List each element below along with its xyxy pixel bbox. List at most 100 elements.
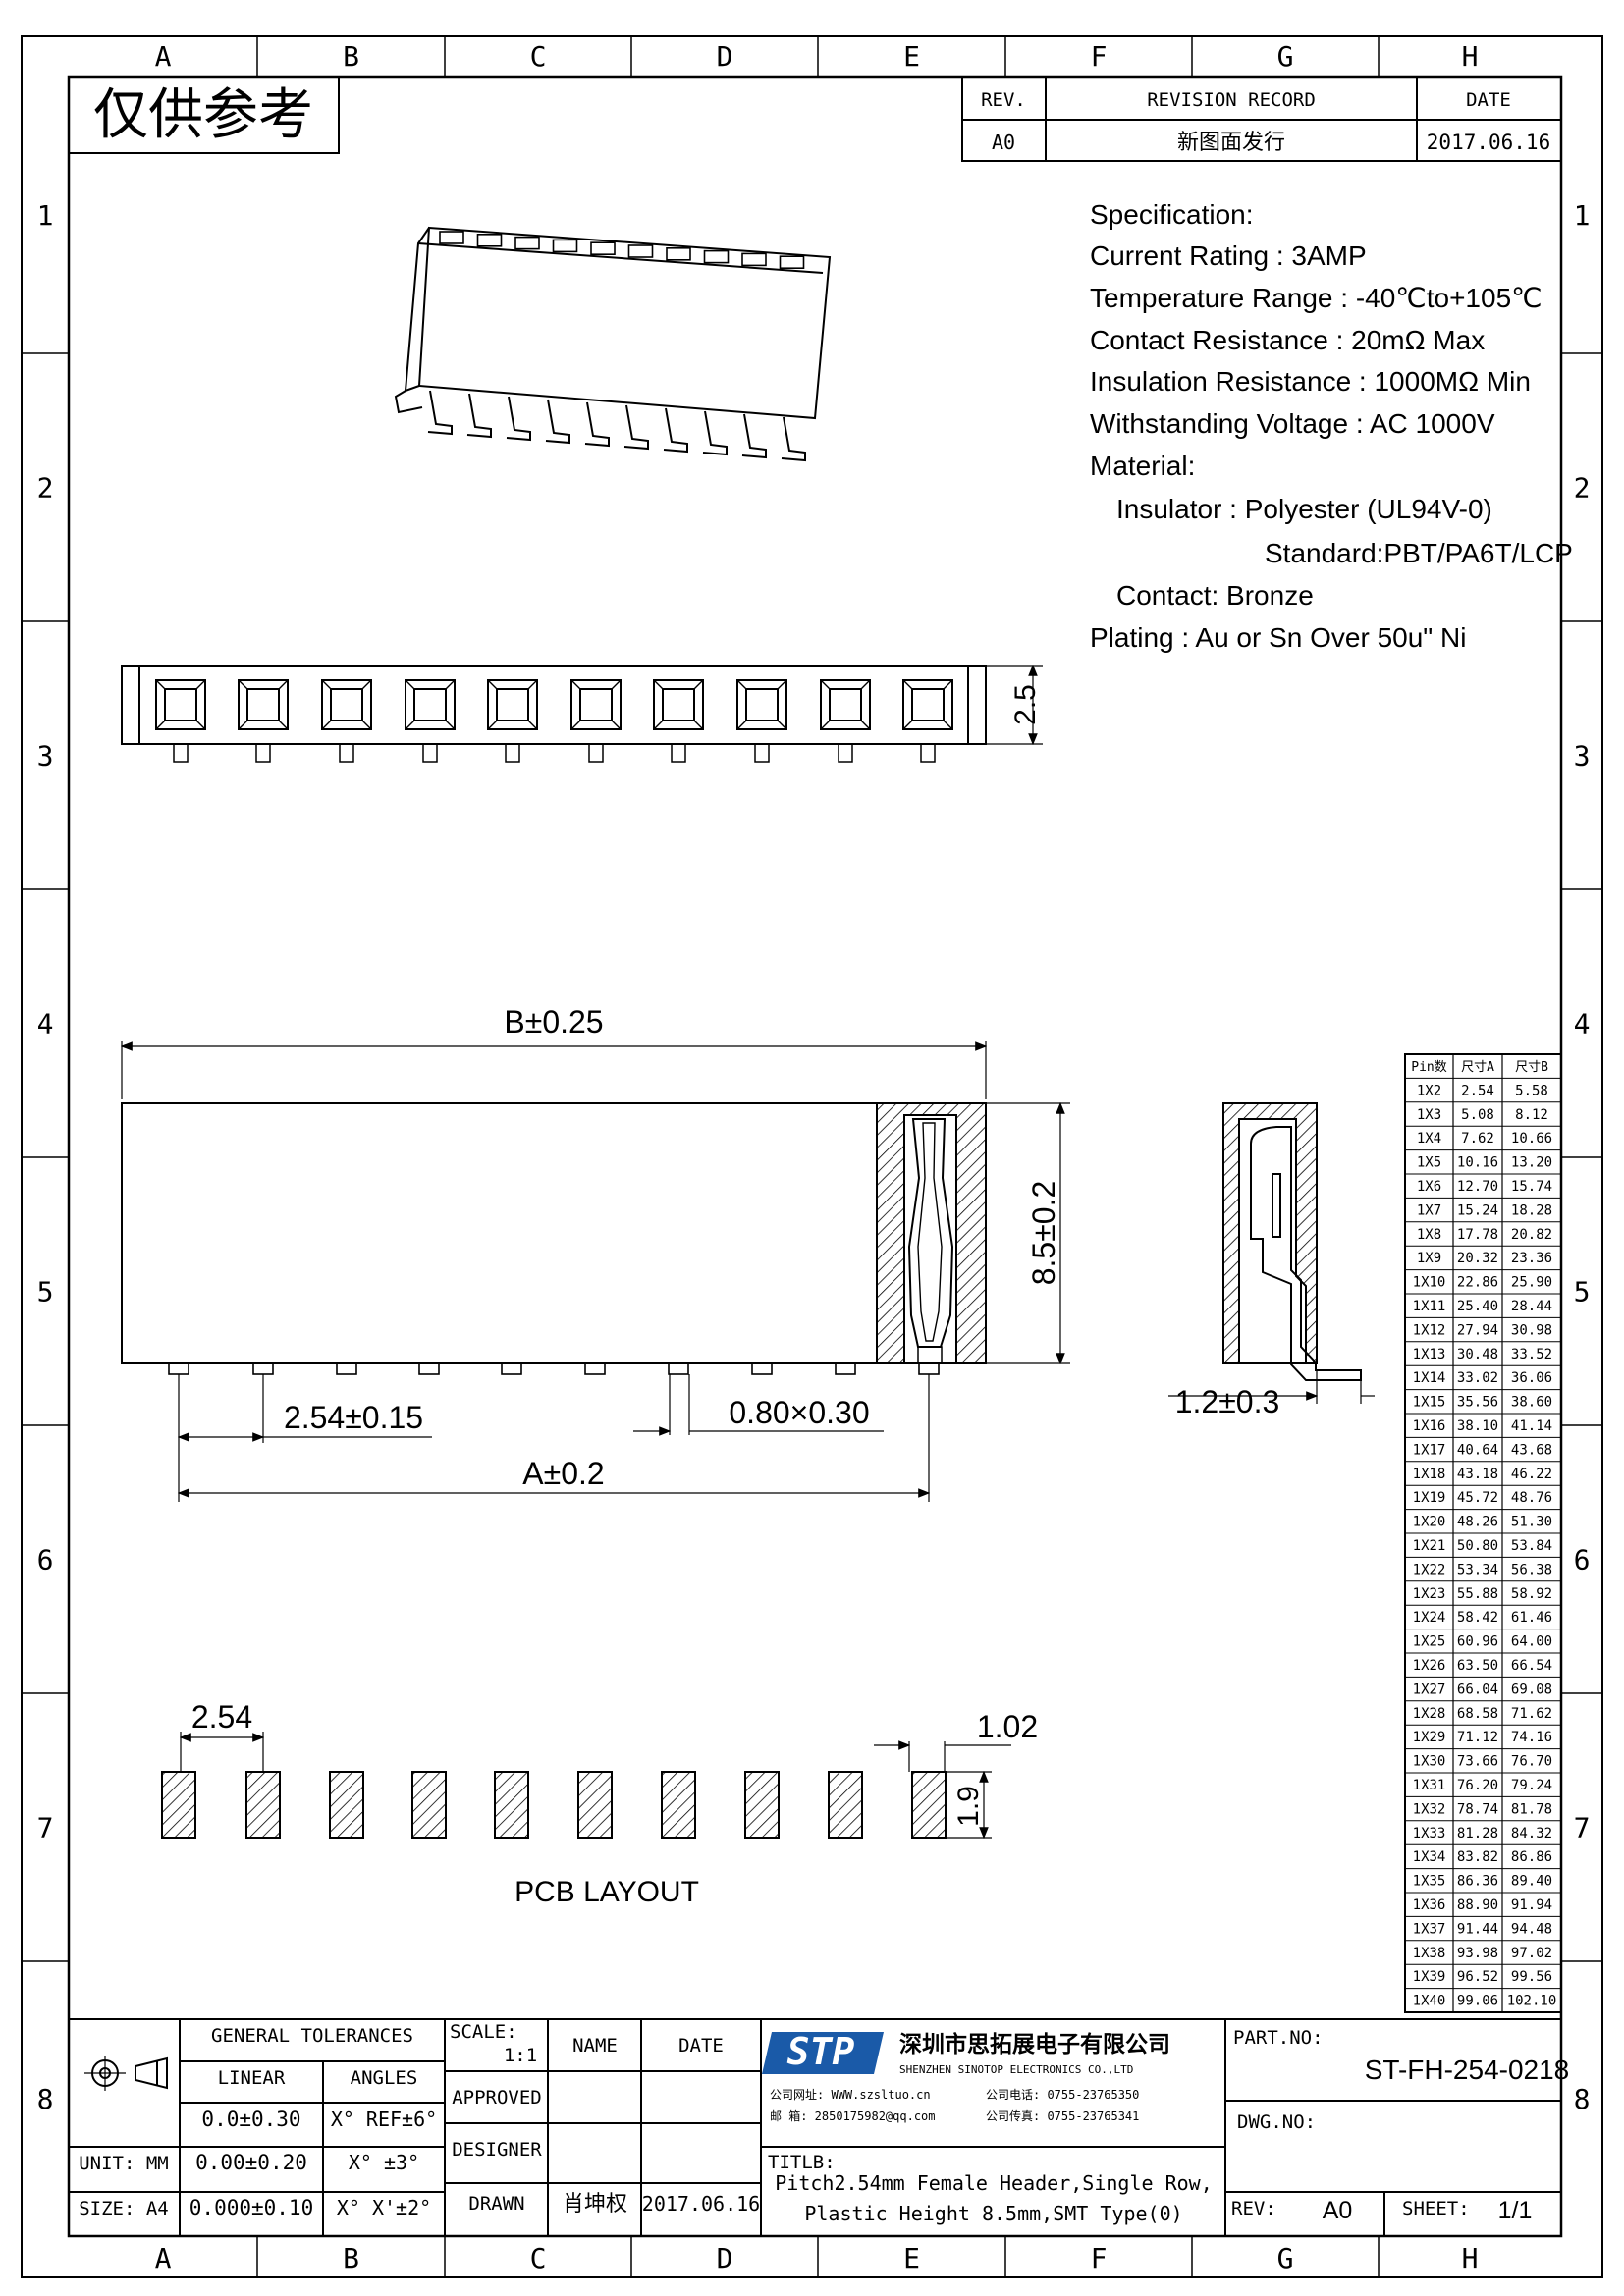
table-cell: 20.32: [1457, 1251, 1498, 1266]
grid-row-label: 1: [37, 199, 54, 232]
watermark-text: 仅供参考: [93, 83, 313, 147]
table-cell: 66.54: [1511, 1658, 1552, 1674]
socket-cell-bevel: [736, 679, 787, 730]
table-cell: 94.48: [1511, 1921, 1552, 1937]
company-name-en: SHENZHEN SINOTOP ELECTRONICS CO.,LTD: [899, 2063, 1133, 2076]
table-cell: 99.06: [1457, 1994, 1498, 2009]
approved-label: APPROVED: [452, 2087, 542, 2109]
iso-socket-slot: [666, 247, 691, 261]
title-block: [69, 2018, 1561, 2236]
scale-value: 1:1: [504, 2045, 537, 2066]
socket-cell-bevel: [487, 679, 538, 730]
table-cell: 81.78: [1511, 1801, 1552, 1817]
grid-column-label: A: [155, 40, 172, 73]
top-view: [121, 664, 1043, 746]
socket-cell-inner: [911, 688, 945, 721]
iso-socket-slot: [627, 244, 654, 258]
dim-a-length: A±0.2: [522, 1456, 604, 1491]
spec-voltage: Withstanding Voltage : AC 1000V: [1090, 408, 1495, 439]
table-cell: 18.28: [1511, 1202, 1552, 1218]
table-cell: 73.66: [1457, 1754, 1498, 1770]
table-cell: 89.40: [1511, 1874, 1552, 1890]
table-cell: 86.86: [1511, 1849, 1552, 1865]
company-fax: 公司传真: 0755-23765341: [986, 2109, 1139, 2123]
table-cell: 1X6: [1417, 1179, 1441, 1195]
dim-side-offset: 1.2±0.3: [1175, 1384, 1280, 1419]
table-cell: 88.90: [1457, 1897, 1498, 1913]
grid-column-label: B: [343, 40, 359, 73]
rev-label-bottom: REV:: [1231, 2198, 1276, 2219]
top-view-pin: [505, 744, 520, 763]
socket-cell: [653, 679, 704, 730]
pcb-pad: [411, 1771, 447, 1839]
table-cell: 1X15: [1413, 1395, 1446, 1411]
table-cell: 55.88: [1457, 1586, 1498, 1602]
table-cell: 12.70: [1457, 1179, 1498, 1195]
table-cell: 8.12: [1515, 1107, 1548, 1123]
table-cell: 48.26: [1457, 1515, 1498, 1530]
front-view-pin: [584, 1362, 606, 1375]
linear-tolerance-3: 0.000±0.10: [189, 2196, 313, 2219]
grid-column-label: G: [1277, 2242, 1294, 2274]
table-cell: 64.00: [1511, 1634, 1552, 1650]
table-cell: 25.40: [1457, 1299, 1498, 1314]
front-view-pin: [501, 1362, 522, 1375]
front-view-pin: [336, 1362, 357, 1375]
socket-cell: [405, 679, 456, 730]
table-cell: 60.96: [1457, 1634, 1498, 1650]
table-cell: 10.66: [1511, 1131, 1552, 1147]
drawn-date: 2017.06.16: [642, 2192, 760, 2216]
dim-pad-width: 1.02: [977, 1709, 1038, 1744]
dwg-no-label: DWG.NO:: [1237, 2111, 1316, 2133]
grid-row-label: 2: [1574, 472, 1591, 505]
front-view-pin: [835, 1362, 856, 1375]
iso-socket-slot: [439, 231, 464, 244]
grid-row-label: 7: [37, 1812, 54, 1844]
table-cell: 1X11: [1413, 1299, 1446, 1314]
grid-column-label: C: [530, 2242, 547, 2274]
table-cell: 15.24: [1457, 1202, 1498, 1218]
front-view-pin: [751, 1362, 773, 1375]
revision-date-label: DATE: [1466, 89, 1511, 111]
pcb-pad: [161, 1771, 196, 1839]
socket-cell-inner: [829, 688, 862, 721]
logo-text: STP: [787, 2030, 855, 2073]
socket-cell-bevel: [820, 679, 871, 730]
table-cell: 1X32: [1413, 1801, 1446, 1817]
table-cell: 66.04: [1457, 1682, 1498, 1697]
company-phone: 公司电话: 0755-23765350: [986, 2088, 1139, 2102]
table-cell: 1X36: [1413, 1897, 1446, 1913]
top-view-pin: [173, 744, 189, 763]
part-no-label: PART.NO:: [1233, 2027, 1324, 2049]
revision-record-value: 新图面发行: [1177, 131, 1285, 155]
iso-foot: [623, 404, 649, 451]
title-line-1: Pitch2.54mm Female Header,Single Row,: [775, 2171, 1213, 2195]
table-cell: 1X18: [1413, 1467, 1446, 1482]
table-cell: 69.08: [1511, 1682, 1552, 1697]
table-cell: 1X22: [1413, 1562, 1446, 1577]
linear-label: LINEAR: [218, 2067, 286, 2089]
spec-current: Current Rating : 3AMP: [1090, 240, 1367, 271]
socket-cell-inner: [330, 688, 363, 721]
socket-cell: [238, 679, 289, 730]
socket-cell: [902, 679, 953, 730]
table-cell: 56.38: [1511, 1562, 1552, 1577]
iso-socket-slot: [779, 255, 805, 270]
angles-label: ANGLES: [351, 2067, 418, 2089]
dim-pin-size: 0.80×0.30: [729, 1395, 869, 1430]
pcb-pad: [911, 1771, 947, 1839]
spec-insulation: Insulation Resistance : 1000MΩ Min: [1090, 366, 1531, 397]
table-cell: 27.94: [1457, 1322, 1498, 1338]
socket-cell: [321, 679, 372, 730]
grid-row-label: 1: [1574, 199, 1591, 232]
table-cell: 71.12: [1457, 1730, 1498, 1745]
table-cell: 50.80: [1457, 1538, 1498, 1554]
socket-cell: [736, 679, 787, 730]
grid-row-label: 7: [1574, 1812, 1591, 1844]
isometric-pins: [427, 231, 806, 462]
table-cell: 97.02: [1511, 1946, 1552, 1961]
table-cell: 1X5: [1417, 1155, 1441, 1171]
iso-socket-slot: [514, 236, 540, 250]
table-cell: 71.62: [1511, 1706, 1552, 1722]
table-cell: 1X19: [1413, 1490, 1446, 1506]
